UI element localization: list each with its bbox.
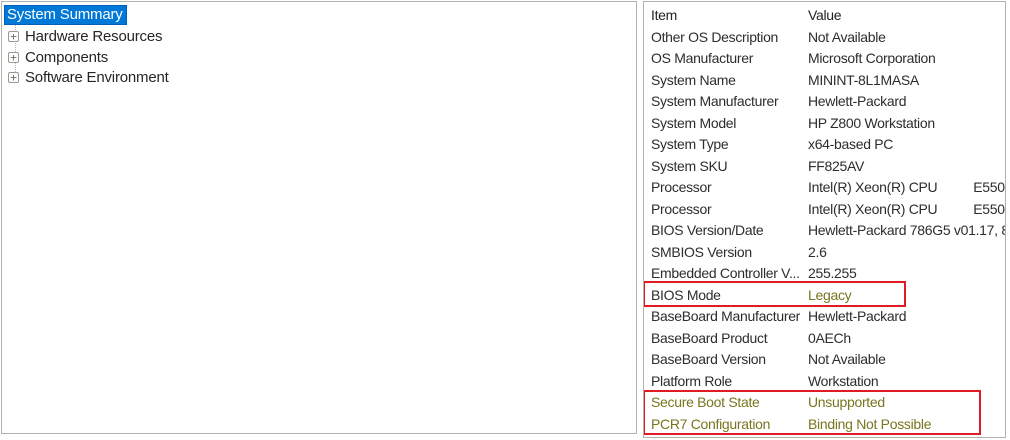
item-cell: System Name <box>651 71 736 88</box>
value-cell: Not Available <box>808 28 886 45</box>
value-cell: Hewlett-Packard 786G5 v01.17, 8/ <box>808 222 1005 238</box>
item-cell: System Manufacturer <box>651 93 779 109</box>
details-row[interactable]: Platform Role Workstation <box>644 371 1005 393</box>
category-tree-panel: System Summary + Hardware Resources + Co… <box>1 1 637 434</box>
value-cell: HP Z800 Workstation <box>808 114 935 131</box>
tree-item-label: Components <box>25 48 109 66</box>
value-cell: Microsoft Corporation <box>808 50 936 66</box>
column-header-value[interactable]: Value <box>808 7 842 23</box>
value-cell: 0AECh <box>808 329 851 346</box>
item-cell: BaseBoard Version <box>651 351 766 367</box>
value-cell: Binding Not Possible <box>808 415 932 432</box>
item-cell: PCR7 Configuration <box>651 415 771 432</box>
details-row[interactable]: Processor Intel(R) Xeon(R) CPU E5506 <box>644 199 1005 221</box>
tree-item-software-environment[interactable]: + Software Environment <box>8 67 169 87</box>
value-cell: 2.6 <box>808 243 827 260</box>
item-cell: Secure Boot State <box>651 394 760 410</box>
item-cell: System Type <box>651 136 729 152</box>
details-row[interactable]: Processor Intel(R) Xeon(R) CPU E5506 <box>644 177 1005 199</box>
column-header-item[interactable]: Item <box>651 7 678 23</box>
details-row[interactable]: System Manufacturer Hewlett-Packard <box>644 91 1005 113</box>
expand-plus-icon[interactable]: + <box>8 71 19 83</box>
item-cell: BIOS Version/Date <box>651 222 764 238</box>
item-cell: Processor <box>651 200 712 217</box>
item-cell: Processor <box>651 179 712 195</box>
details-row[interactable]: BaseBoard Version Not Available <box>644 349 1005 371</box>
details-row-secure-boot-state[interactable]: Secure Boot State Unsupported <box>644 392 1005 414</box>
tree-item-hardware-resources[interactable]: + Hardware Resources <box>8 26 162 46</box>
item-cell: BaseBoard Manufacturer <box>651 308 801 324</box>
tree-item-label: Software Environment <box>25 68 169 86</box>
item-cell: System SKU <box>651 157 728 174</box>
value-cell: Intel(R) Xeon(R) CPU E5506 <box>808 200 1005 217</box>
value-cell: 255.255 <box>808 265 857 281</box>
details-row[interactable]: Embedded Controller V... 255.255 <box>644 263 1005 285</box>
details-list-panel: Item Value Other OS Description Not Avai… <box>643 1 1006 438</box>
details-row[interactable]: System Name MININT-8L1MASA <box>644 70 1005 92</box>
tree-item-label: Hardware Resources <box>25 27 163 45</box>
details-row[interactable]: SMBIOS Version 2.6 <box>644 242 1005 264</box>
value-cell: Hewlett-Packard <box>808 93 907 109</box>
item-cell: SMBIOS Version <box>651 243 752 260</box>
expand-plus-icon[interactable]: + <box>8 30 19 42</box>
value-cell: x64-based PC <box>808 136 894 152</box>
details-header-row: Item Value <box>644 5 1005 27</box>
item-cell: Platform Role <box>651 372 732 389</box>
tree-item-components[interactable]: + Components <box>8 47 108 67</box>
details-row[interactable]: BaseBoard Manufacturer Hewlett-Packard <box>644 306 1005 328</box>
value-cell: Hewlett-Packard <box>808 308 907 324</box>
item-cell: OS Manufacturer <box>651 50 754 66</box>
details-row[interactable]: System SKU FF825AV <box>644 156 1005 178</box>
details-row[interactable]: BIOS Version/Date Hewlett-Packard 786G5 … <box>644 220 1005 242</box>
value-cell: Intel(R) Xeon(R) CPU E5506 <box>808 179 1005 195</box>
value-cell: FF825AV <box>808 157 864 174</box>
details-row-pcr7-configuration[interactable]: PCR7 Configuration Binding Not Possible <box>644 414 1005 436</box>
details-row[interactable]: System Model HP Z800 Workstation <box>644 113 1005 135</box>
details-row[interactable]: BaseBoard Product 0AECh <box>644 328 1005 350</box>
details-row[interactable]: Other OS Description Not Available <box>644 27 1005 49</box>
expand-plus-icon[interactable]: + <box>8 51 19 63</box>
value-cell: Workstation <box>808 372 879 389</box>
details-row[interactable]: System Type x64-based PC <box>644 134 1005 156</box>
value-cell: Not Available <box>808 351 886 367</box>
value-cell: Unsupported <box>808 394 885 410</box>
item-cell: BIOS Mode <box>651 286 721 303</box>
tree-connector-line <box>15 24 16 78</box>
details-row-bios-mode[interactable]: BIOS Mode Legacy <box>644 285 1005 307</box>
tree-item-system-summary[interactable]: System Summary <box>4 5 127 25</box>
item-cell: Other OS Description <box>651 28 779 45</box>
value-cell: MININT-8L1MASA <box>808 71 919 88</box>
item-cell: System Model <box>651 114 737 131</box>
item-cell: Embedded Controller V... <box>651 265 800 281</box>
value-cell: Legacy <box>808 286 852 303</box>
item-cell: BaseBoard Product <box>651 329 768 346</box>
details-row[interactable]: OS Manufacturer Microsoft Corporation <box>644 48 1005 70</box>
